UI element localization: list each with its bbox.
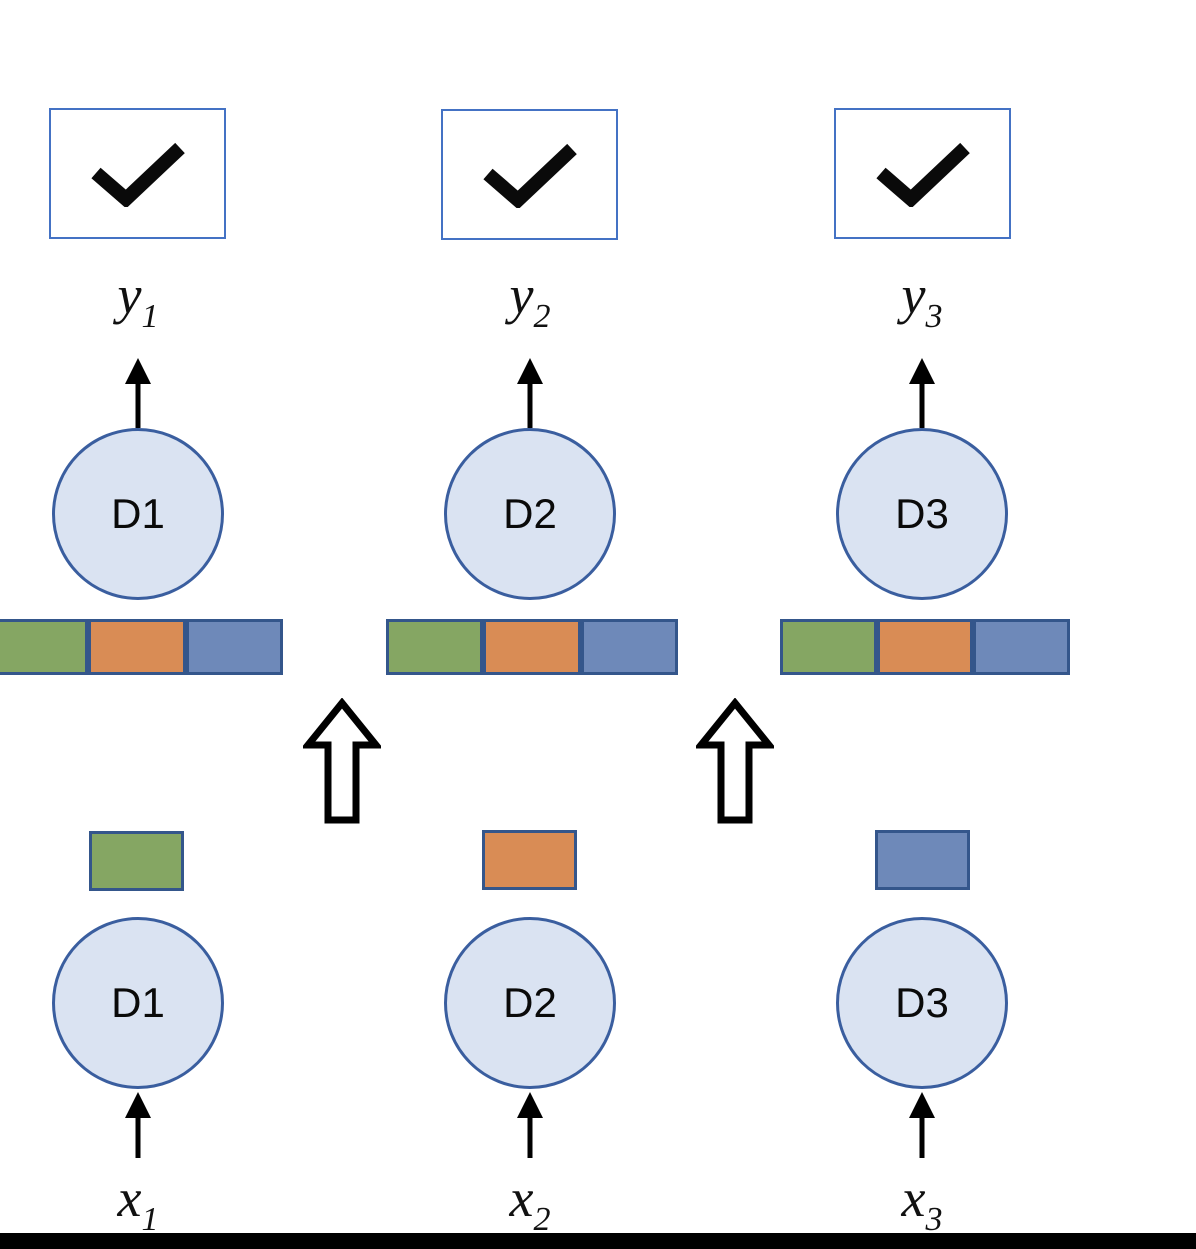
input-label-subscript: 1	[141, 1201, 159, 1238]
input-label-x3: x3	[822, 1158, 1022, 1238]
input-label-base: x	[117, 1168, 142, 1228]
result-checkbox-1	[49, 108, 226, 239]
feature-bar-3	[780, 619, 1071, 675]
feature-bar-2	[386, 619, 678, 675]
input-label-subscript: 3	[925, 1201, 943, 1238]
output-label-subscript: 1	[141, 298, 159, 335]
output-label-y2: y2	[430, 255, 630, 335]
feature-segment-blue	[973, 619, 1071, 675]
input-label-subscript: 2	[533, 1201, 551, 1238]
device-node-bottom-d3: D3	[836, 917, 1008, 1089]
output-label-base: y	[509, 265, 534, 325]
input-label-x2: x2	[430, 1158, 630, 1238]
device-label: D3	[895, 490, 949, 537]
feature-chip-blue	[875, 830, 970, 890]
feature-segment-green	[780, 619, 877, 675]
device-label: D2	[503, 979, 557, 1026]
feature-segment-green	[386, 619, 484, 675]
feature-segment-orange	[88, 619, 186, 675]
feature-segment-orange	[876, 619, 974, 675]
device-label: D3	[895, 979, 949, 1026]
input-label-base: x	[509, 1168, 534, 1228]
device-node-bottom-d1: D1	[52, 917, 224, 1089]
output-arrow-icon	[909, 358, 935, 428]
checkmark-icon	[482, 143, 577, 208]
device-node-bottom-d2: D2	[444, 917, 616, 1089]
feature-chip-orange	[482, 830, 577, 890]
output-label-subscript: 2	[533, 298, 551, 335]
bottom-black-strip	[0, 1233, 1196, 1249]
output-label-y1: y1	[38, 255, 238, 335]
checkmark-icon	[875, 142, 970, 207]
up-block-arrow-icon	[696, 698, 774, 824]
device-label: D1	[111, 979, 165, 1026]
feature-chip-green	[89, 831, 184, 891]
feature-segment-orange	[483, 619, 581, 675]
input-label-x1: x1	[38, 1158, 238, 1238]
result-checkbox-3	[834, 108, 1011, 239]
output-arrow-icon	[125, 358, 151, 428]
checkmark-icon	[90, 142, 185, 207]
result-checkbox-2	[441, 109, 618, 240]
device-node-top-d3: D3	[836, 428, 1008, 600]
feature-bar-1	[0, 619, 283, 675]
feature-segment-blue	[185, 619, 283, 675]
output-label-subscript: 3	[925, 298, 943, 335]
device-node-top-d2: D2	[444, 428, 616, 600]
device-label: D1	[111, 490, 165, 537]
input-arrow-icon	[517, 1092, 543, 1158]
up-block-arrow-icon	[303, 698, 381, 824]
output-label-base: y	[901, 265, 926, 325]
input-arrow-icon	[125, 1092, 151, 1158]
input-arrow-icon	[909, 1092, 935, 1158]
device-label: D2	[503, 490, 557, 537]
feature-segment-green	[0, 619, 89, 675]
device-node-top-d1: D1	[52, 428, 224, 600]
feature-segment-blue	[580, 619, 678, 675]
output-arrow-icon	[517, 358, 543, 428]
output-label-base: y	[117, 265, 142, 325]
input-label-base: x	[901, 1168, 926, 1228]
output-label-y3: y3	[822, 255, 1022, 335]
